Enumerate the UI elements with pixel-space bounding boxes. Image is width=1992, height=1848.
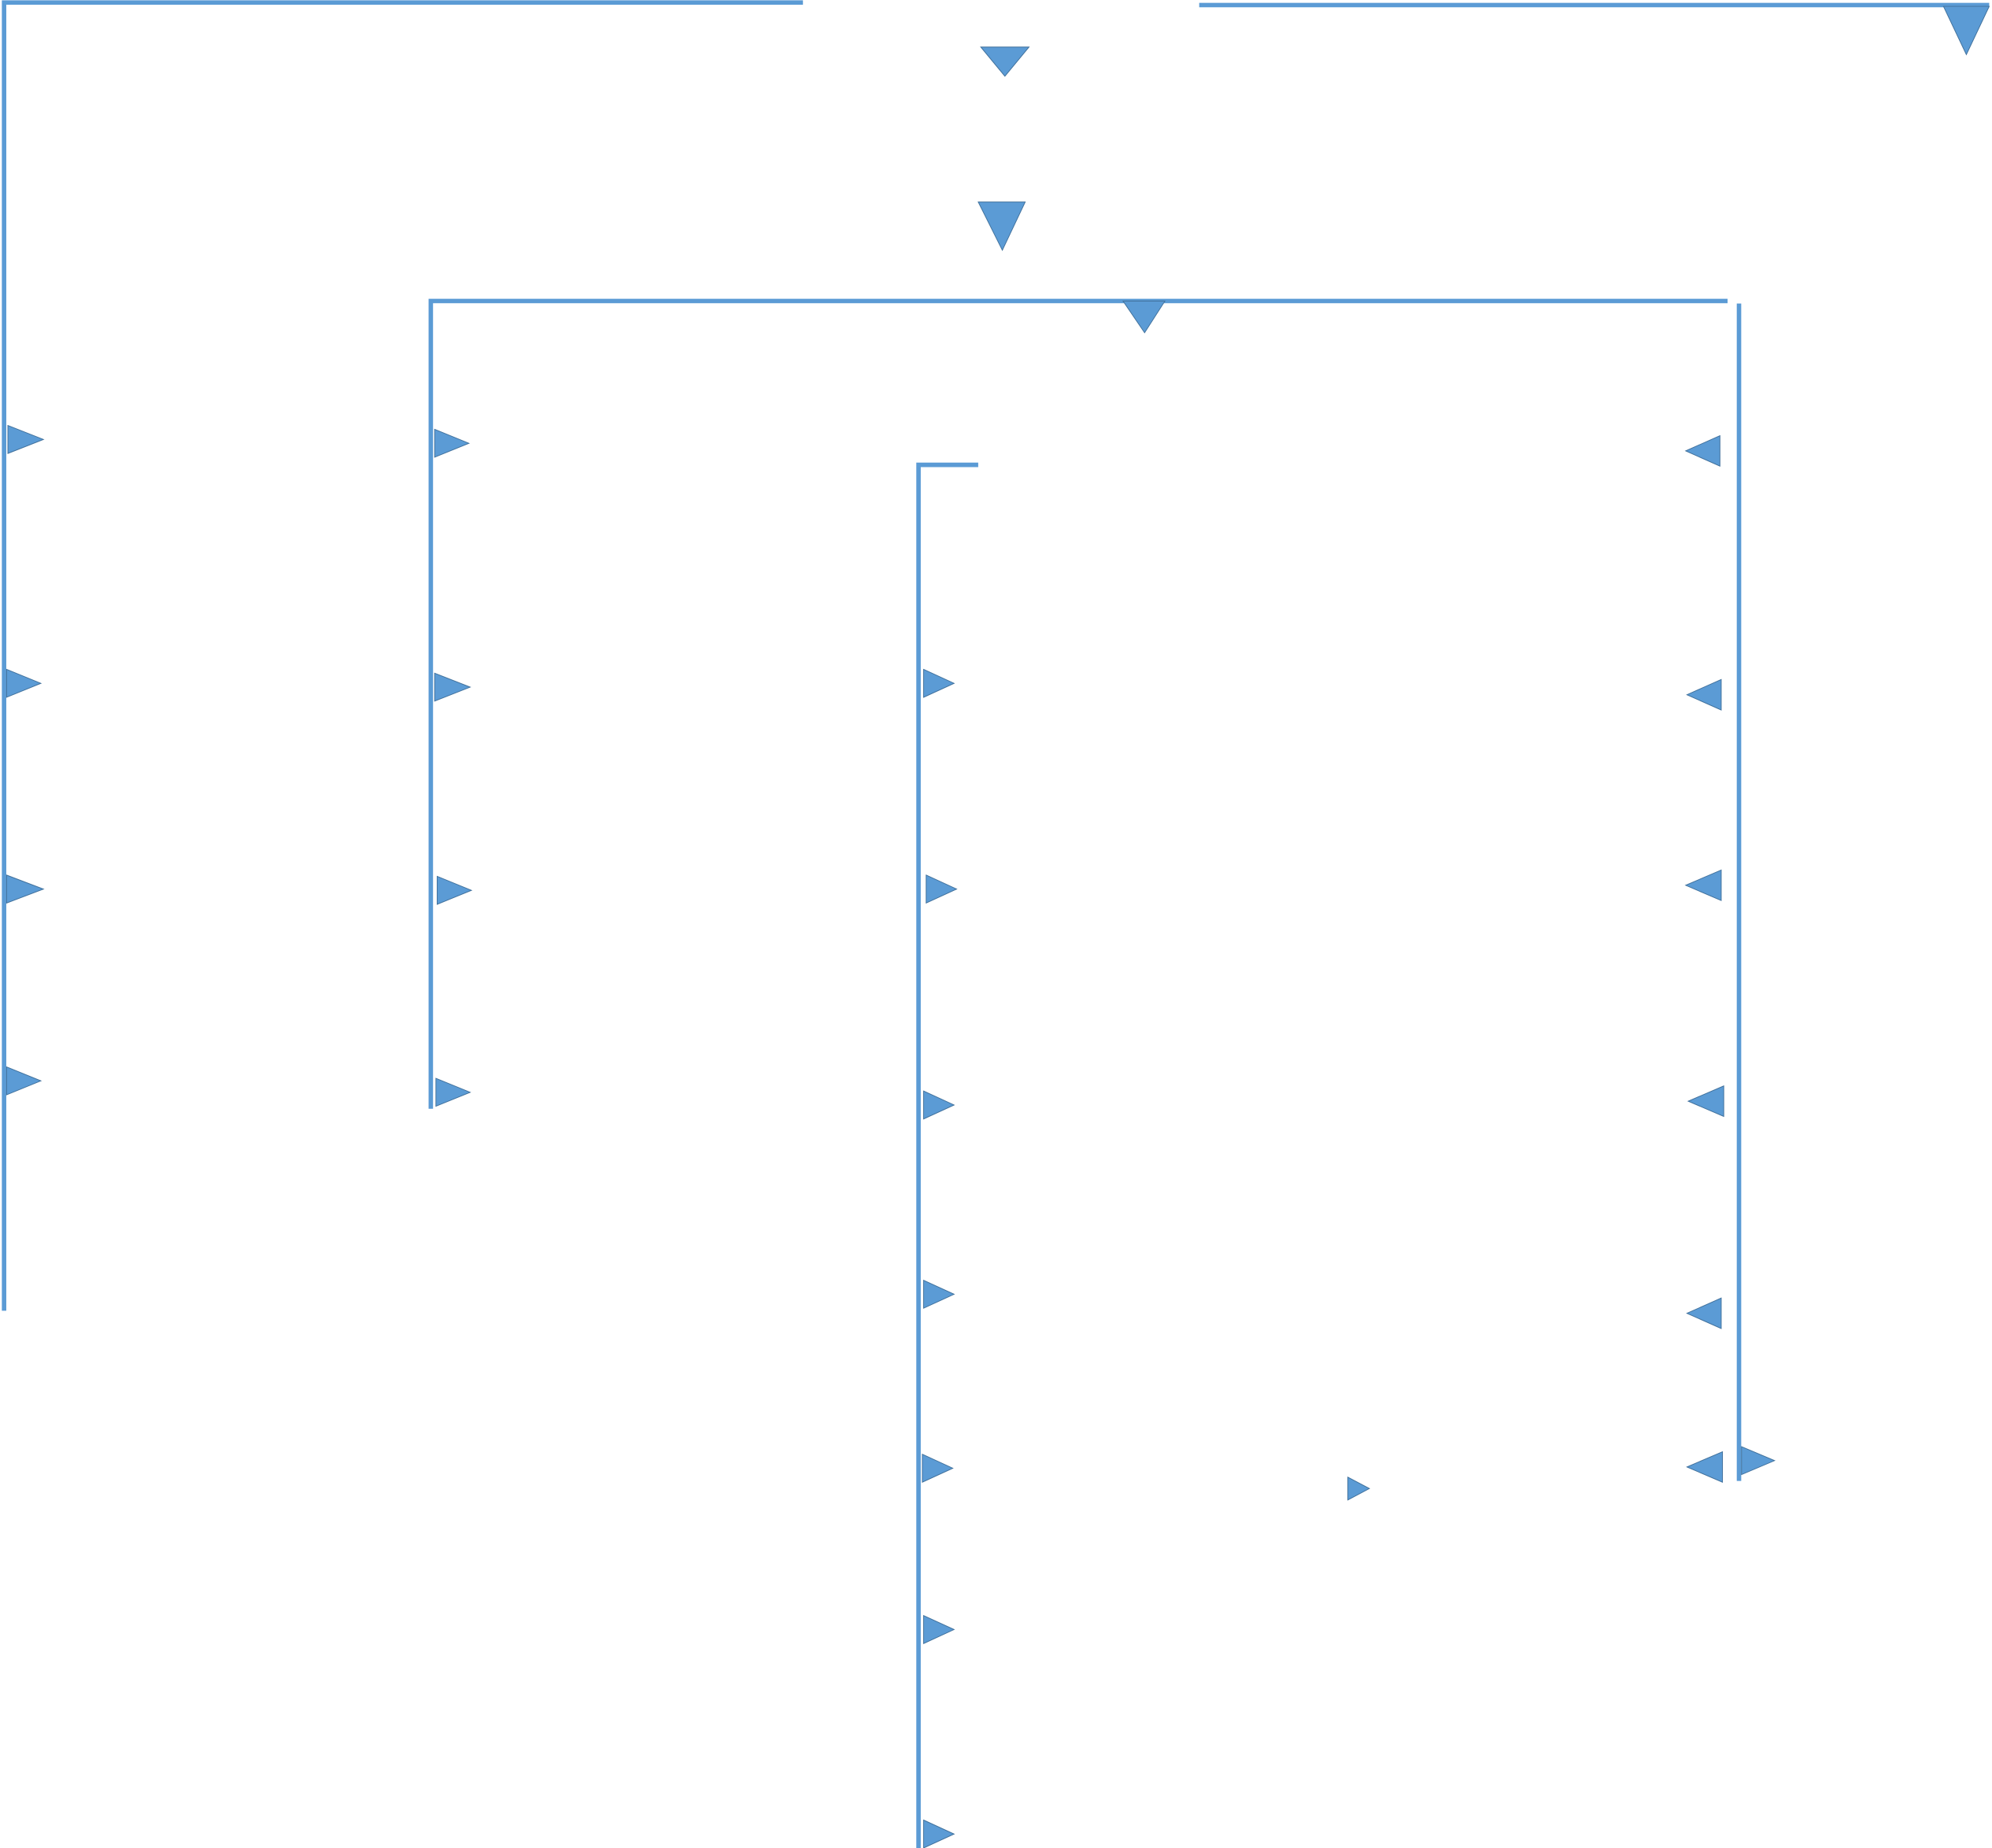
arrow-right-icon xyxy=(923,1614,955,1644)
connector-inner xyxy=(916,462,978,1848)
arrow-right-icon xyxy=(1347,1476,1370,1501)
arrow-right-icon xyxy=(923,668,955,698)
arrow-right-icon xyxy=(922,1453,954,1483)
arrow-right-icon xyxy=(926,874,958,904)
arrow-right-icon xyxy=(1741,1446,1776,1476)
arrow-right-icon xyxy=(6,668,43,698)
arrow-right-icon xyxy=(435,1077,471,1107)
arrow-right-icon xyxy=(6,874,45,904)
connector-left-outer xyxy=(2,0,804,1311)
arrow-down-icon xyxy=(1942,6,1990,56)
arrow-down-icon xyxy=(1122,300,1166,334)
connector-middle xyxy=(428,298,1728,1109)
arrow-right-icon xyxy=(434,672,471,702)
arrow-left-icon xyxy=(1687,1085,1724,1118)
arrow-right-icon xyxy=(6,1066,43,1096)
arrow-left-icon xyxy=(1686,1297,1722,1329)
arrow-right-icon xyxy=(7,424,45,454)
arrow-right-icon xyxy=(923,1090,955,1120)
arrow-left-icon xyxy=(1684,434,1720,467)
arrow-down-icon xyxy=(980,46,1030,77)
arrow-left-icon xyxy=(1686,678,1722,711)
arrow-down-icon xyxy=(978,201,1026,252)
arrow-right-icon xyxy=(434,428,471,458)
arrow-left-icon xyxy=(1684,869,1722,901)
arrow-left-icon xyxy=(1686,1451,1724,1483)
arrow-right-icon xyxy=(923,1279,955,1309)
arrow-right-icon xyxy=(923,1819,955,1848)
arrow-right-icon xyxy=(436,875,473,905)
